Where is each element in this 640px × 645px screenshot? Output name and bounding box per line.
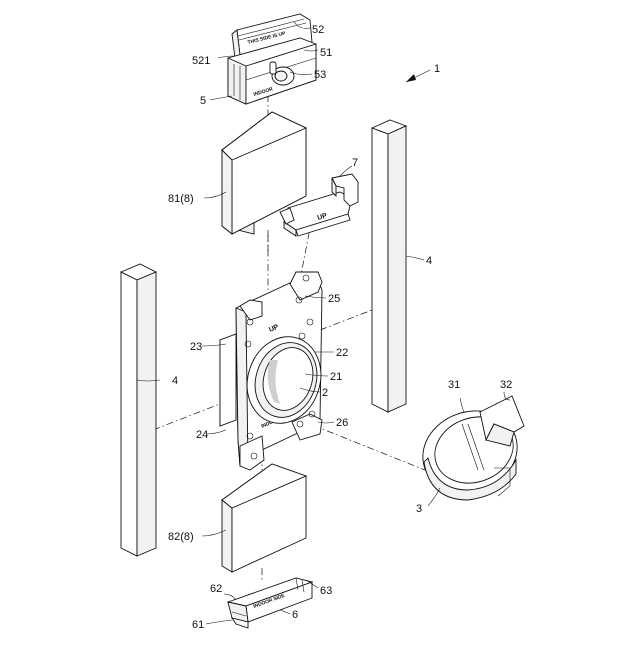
lower-insulator-block-82 (222, 464, 306, 572)
sleeve-3 (411, 396, 529, 506)
right-bar-4 (372, 120, 406, 412)
label-31: 31 (448, 379, 460, 391)
label-21: 21 (330, 371, 342, 383)
bottom-cap-6: INDOOR SIDE (228, 578, 312, 628)
label-3: 3 (416, 503, 422, 515)
label-82: 82(8) (168, 531, 194, 543)
left-bar-4 (121, 264, 156, 556)
label-1: 1 (434, 63, 440, 75)
label-26: 26 (336, 417, 348, 429)
label-52: 52 (312, 24, 324, 36)
label-521: 521 (192, 55, 210, 67)
label-63: 63 (320, 585, 332, 597)
label-51: 51 (320, 47, 332, 59)
label-81: 81(8) (168, 193, 194, 205)
label-32: 32 (500, 379, 512, 391)
label-5: 5 (200, 95, 206, 107)
label-6: 6 (292, 609, 298, 621)
reference-labels: 1 52 521 51 53 5 7 81(8) 4 25 23 22 21 2… (168, 24, 512, 631)
label-61: 61 (192, 619, 204, 631)
label-53: 53 (314, 69, 326, 81)
top-cap-5: THIS SIDE IS UP INDOOR (228, 14, 316, 104)
frame-2: UP INDOOR SIDE (220, 272, 332, 470)
label-4-left: 4 (172, 375, 178, 387)
label-4-right: 4 (426, 255, 432, 267)
label-23: 23 (190, 341, 202, 353)
label-22: 22 (336, 347, 348, 359)
label-62: 62 (210, 583, 222, 595)
label-25: 25 (328, 293, 340, 305)
label-2: 2 (322, 387, 328, 399)
label-24: 24 (196, 429, 208, 441)
label-7: 7 (352, 157, 358, 169)
